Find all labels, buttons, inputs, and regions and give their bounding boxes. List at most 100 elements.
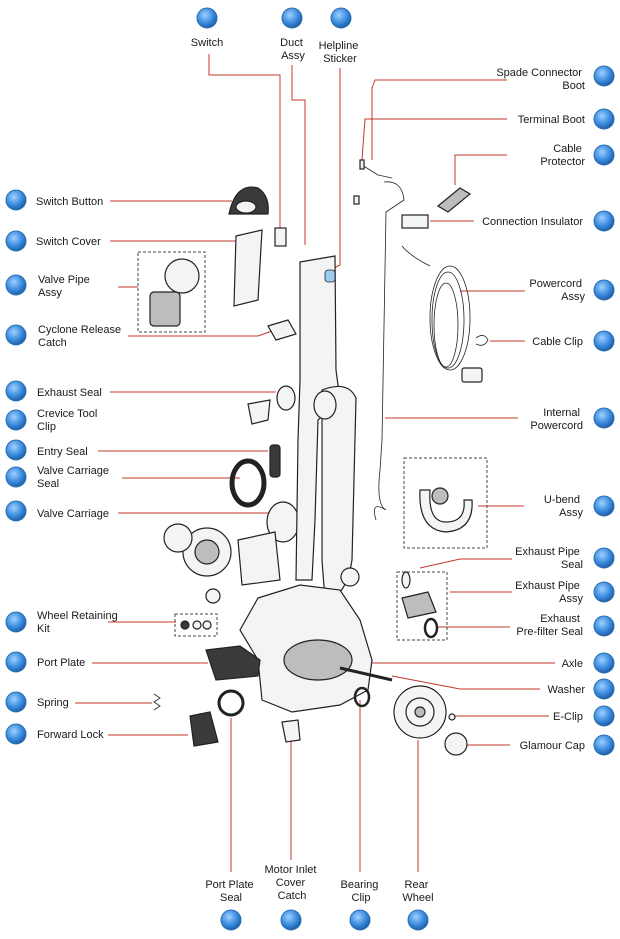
label-eclip[interactable]: E-Clip (553, 711, 583, 723)
connection-insulator-button[interactable] (593, 210, 615, 232)
motor-inlet-cover-catch-button[interactable] (280, 909, 302, 931)
label-bearing-clip[interactable]: Bearing Clip (341, 879, 382, 904)
label-exhaust-seal[interactable]: Exhaust Seal (37, 387, 102, 399)
label-internal-powercord[interactable]: Internal Powercord (530, 407, 583, 432)
port-plate-seal-button[interactable] (220, 909, 242, 931)
bearing-clip-part (353, 686, 371, 708)
helpline-sticker-button[interactable] (330, 7, 352, 29)
spade-connector-part (353, 195, 360, 205)
cable-clip-part (475, 335, 489, 346)
wheel-retaining-kit-box (174, 613, 218, 637)
label-switch-button[interactable]: Switch Button (36, 196, 103, 208)
powercord-assy-button[interactable] (593, 279, 615, 301)
label-cable-clip[interactable]: Cable Clip (532, 336, 583, 348)
exhaust-seal-part (276, 385, 296, 411)
label-crevice-tool-clip[interactable]: Crevice Tool Clip (37, 408, 100, 433)
port-plate-seal-part (217, 689, 245, 717)
cable-clip-button[interactable] (593, 330, 615, 352)
label-rear-wheel[interactable]: Rear Wheel (402, 879, 433, 904)
label-spring[interactable]: Spring (37, 697, 69, 709)
internal-powercord-part (373, 181, 405, 521)
axle-part (339, 666, 393, 682)
label-motor-inlet-cover-catch[interactable]: Motor Inlet Cover Catch (264, 864, 319, 902)
label-entry-seal[interactable]: Entry Seal (37, 446, 88, 458)
label-switch[interactable]: Switch (191, 37, 223, 49)
switch-button-button[interactable] (5, 189, 27, 211)
label-duct-assy[interactable]: Duct Assy (280, 37, 306, 62)
connection-insulator-part (401, 214, 429, 229)
port-plate-button[interactable] (5, 651, 27, 673)
crevice-clip-part (247, 399, 271, 425)
label-axle[interactable]: Axle (562, 658, 583, 670)
washer-button[interactable] (593, 678, 615, 700)
port-plate-part (205, 645, 261, 681)
crevice-tool-clip-button[interactable] (5, 409, 27, 431)
label-wheel-retaining-kit[interactable]: Wheel Retaining Kit (37, 610, 121, 635)
label-connection-insulator[interactable]: Connection Insulator (482, 216, 583, 228)
label-spade-connector-boot[interactable]: Spade Connector Boot (496, 67, 585, 92)
switch-part (274, 227, 287, 247)
internal-powercord-button[interactable] (593, 407, 615, 429)
motor-inlet-catch-part (281, 719, 301, 743)
label-terminal-boot[interactable]: Terminal Boot (518, 114, 585, 126)
label-forward-lock[interactable]: Forward Lock (37, 729, 104, 741)
ubend-dashed-box (403, 457, 488, 549)
label-valve-carriage-seal[interactable]: Valve Carriage Seal (37, 465, 112, 490)
forward-lock-button[interactable] (5, 723, 27, 745)
part-drawings (137, 159, 489, 756)
valve-carriage-seal-button[interactable] (5, 466, 27, 488)
switch-cover-part (233, 229, 263, 307)
cable-protector-button[interactable] (593, 144, 615, 166)
label-exhaust-pipe-seal[interactable]: Exhaust Pipe Seal (515, 546, 583, 571)
valve-carriage-seal-part (229, 458, 267, 508)
bearing-clip-button[interactable] (349, 909, 371, 931)
wheel-retaining-kit-button[interactable] (5, 611, 27, 633)
label-washer[interactable]: Washer (548, 684, 586, 696)
spring-button[interactable] (5, 691, 27, 713)
ubend-assy-button[interactable] (593, 495, 615, 517)
exhaust-pipe-seal-button[interactable] (593, 547, 615, 569)
spring-part (153, 693, 161, 711)
entry-seal-button[interactable] (5, 439, 27, 461)
valve-pipe-assy-button[interactable] (5, 274, 27, 296)
label-exhaust-pipe-assy[interactable]: Exhaust Pipe Assy (515, 580, 583, 605)
label-ubend-assy[interactable]: U-bend Assy (544, 494, 584, 519)
label-port-plate[interactable]: Port Plate (37, 657, 85, 669)
leader-lines (75, 54, 555, 872)
switch-cover-button[interactable] (5, 230, 27, 252)
label-switch-cover[interactable]: Switch Cover (36, 236, 101, 248)
part-labels: Switch Duct Assy Helpline Sticker Spade … (36, 37, 585, 904)
exhaust-pipe-assy-button[interactable] (593, 581, 615, 603)
spade-connector-boot-button[interactable] (593, 65, 615, 87)
label-helpline-sticker[interactable]: Helpline Sticker (319, 40, 362, 65)
duct-assy-button[interactable] (281, 7, 303, 29)
label-cyclone-release-catch[interactable]: Cyclone Release Catch (38, 324, 124, 349)
glamour-cap-button[interactable] (593, 734, 615, 756)
eclip-part (448, 713, 456, 721)
valve-carriage-button[interactable] (5, 500, 27, 522)
terminal-boot-part (359, 159, 365, 170)
label-valve-pipe-assy[interactable]: Valve Pipe Assy (38, 274, 93, 299)
cable-protector-part (436, 187, 472, 213)
switch-button[interactable] (196, 7, 218, 29)
exhaust-seal-button[interactable] (5, 380, 27, 402)
ubend-part (419, 489, 473, 533)
cyclone-release-catch-button[interactable] (5, 324, 27, 346)
powercord-coil-part (401, 245, 483, 383)
forward-lock-part (189, 711, 219, 747)
eclip-button[interactable] (593, 705, 615, 727)
glamour-cap-part (444, 732, 468, 756)
cyclone-catch-part (267, 319, 297, 341)
terminal-boot-button[interactable] (593, 108, 615, 130)
axle-button[interactable] (593, 652, 615, 674)
entry-seal-part (269, 444, 281, 478)
exhaust-prefilter-seal-button[interactable] (593, 615, 615, 637)
label-glamour-cap[interactable]: Glamour Cap (520, 740, 585, 752)
label-cable-protector[interactable]: Cable Protector (540, 143, 585, 168)
label-powercord-assy[interactable]: Powercord Assy (529, 278, 585, 303)
label-exhaust-prefilter-seal[interactable]: Exhaust Pre-filter Seal (516, 613, 583, 638)
label-port-plate-seal[interactable]: Port Plate Seal (205, 879, 256, 904)
rear-wheel-button[interactable] (407, 909, 429, 931)
label-valve-carriage[interactable]: Valve Carriage (37, 508, 109, 520)
